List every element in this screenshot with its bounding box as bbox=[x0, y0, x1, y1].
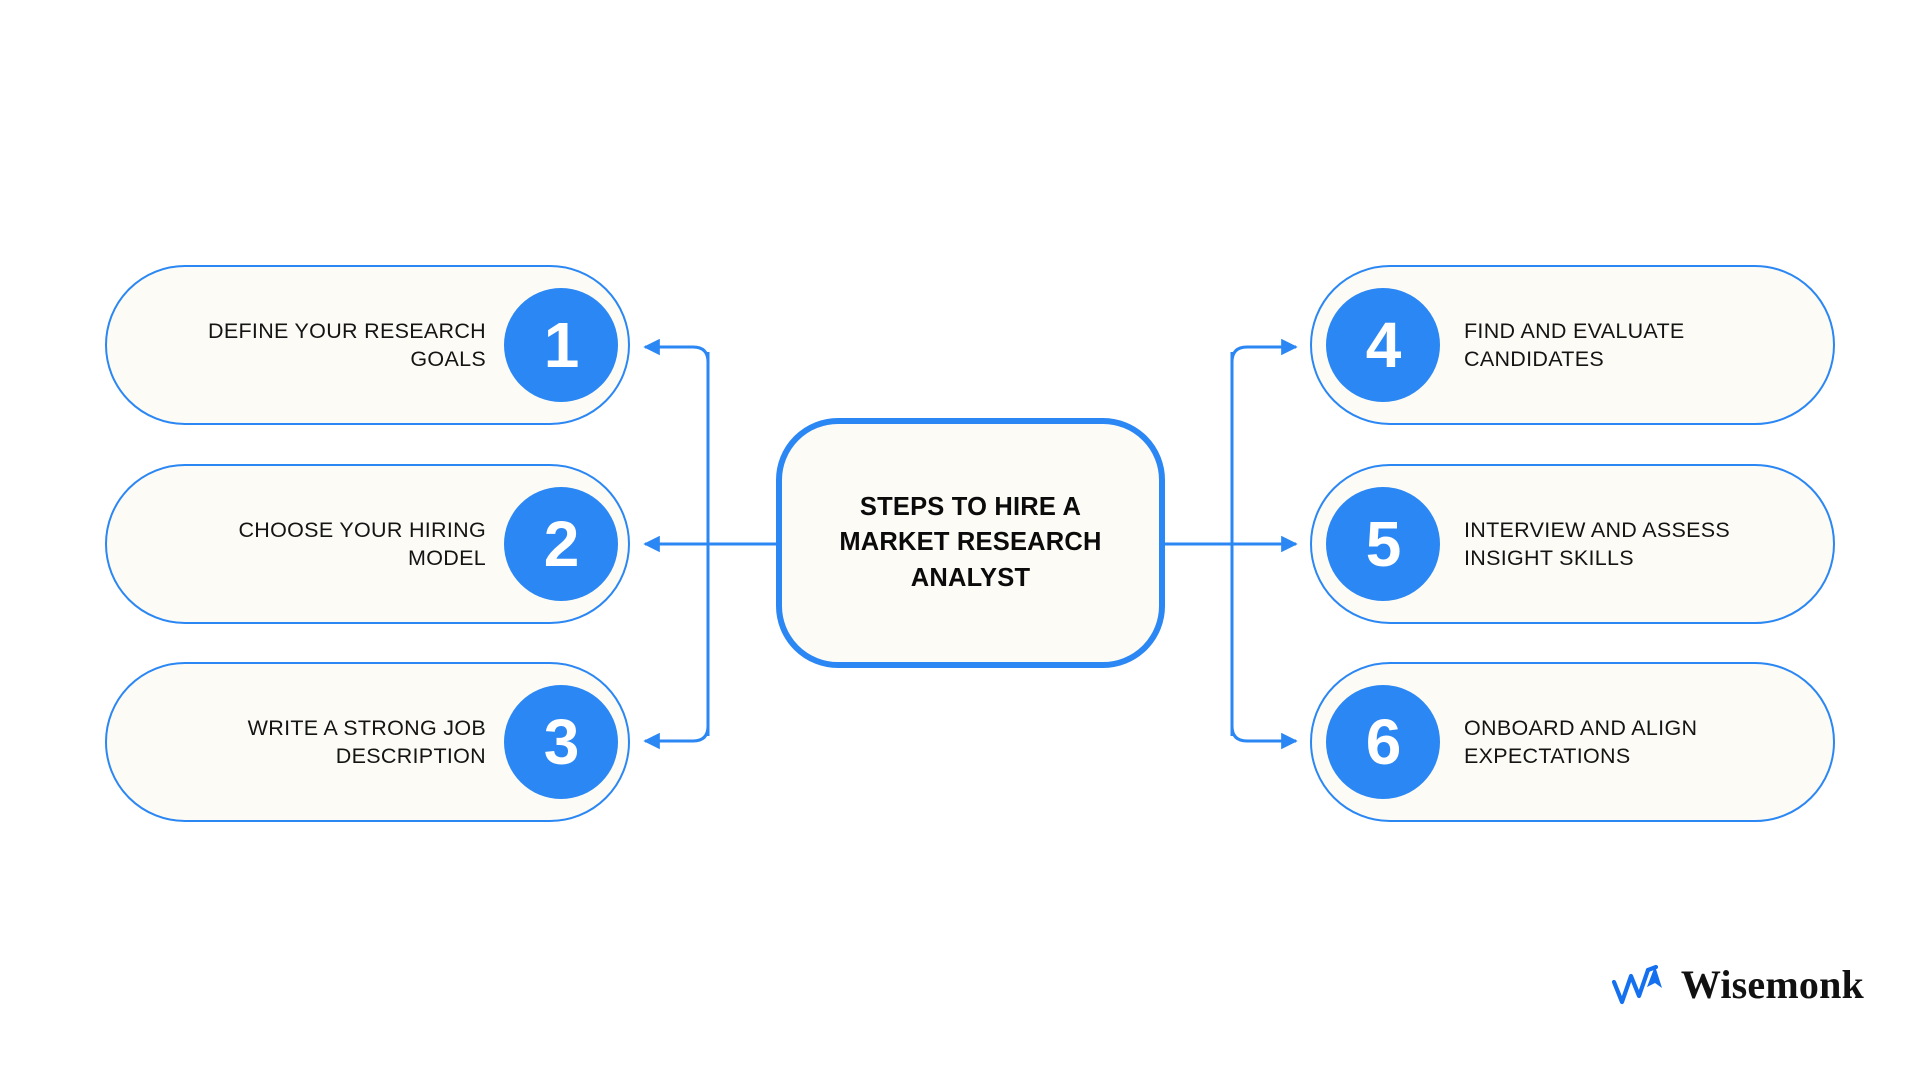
step-card-2[interactable]: CHOOSE YOUR HIRING MODEL 2 bbox=[105, 464, 630, 624]
step-6-number-badge: 6 bbox=[1326, 685, 1440, 799]
connector-left-to-step-1 bbox=[643, 338, 710, 363]
step-4-number-badge: 4 bbox=[1326, 288, 1440, 402]
step-card-6[interactable]: 6 ONBOARD AND ALIGN EXPECTATIONS bbox=[1310, 662, 1835, 822]
connector-right-to-step-6 bbox=[1230, 725, 1298, 750]
brand-logo: Wisemonk bbox=[1611, 962, 1864, 1008]
center-hub-title: STEPS TO HIRE A MARKET RESEARCH ANALYST bbox=[839, 493, 1102, 592]
step-3-number-badge: 3 bbox=[504, 685, 618, 799]
brand-name: Wisemonk bbox=[1680, 962, 1864, 1007]
step-1-number-badge: 1 bbox=[504, 288, 618, 402]
step-card-5[interactable]: 5 INTERVIEW AND ASSESS INSIGHT SKILLS bbox=[1310, 464, 1835, 624]
step-2-label: CHOOSE YOUR HIRING MODEL bbox=[238, 517, 486, 570]
zigzag-arrow-up-icon bbox=[1611, 964, 1662, 1005]
center-hub-node[interactable]: STEPS TO HIRE A MARKET RESEARCH ANALYST bbox=[776, 418, 1165, 668]
step-card-3[interactable]: WRITE A STRONG JOB DESCRIPTION 3 bbox=[105, 662, 630, 822]
step-5-number-badge: 5 bbox=[1326, 487, 1440, 601]
step-4-label: FIND AND EVALUATE CANDIDATES bbox=[1464, 318, 1685, 371]
step-card-1[interactable]: DEFINE YOUR RESEARCH GOALS 1 bbox=[105, 265, 630, 425]
connector-left-to-step-3 bbox=[643, 725, 710, 750]
step-5-label: INTERVIEW AND ASSESS INSIGHT SKILLS bbox=[1464, 517, 1731, 570]
step-card-4[interactable]: 4 FIND AND EVALUATE CANDIDATES bbox=[1310, 265, 1835, 425]
step-3-label: WRITE A STRONG JOB DESCRIPTION bbox=[247, 715, 486, 768]
connector-right-to-step-4 bbox=[1230, 338, 1298, 363]
step-6-label: ONBOARD AND ALIGN EXPECTATIONS bbox=[1464, 715, 1698, 768]
step-2-number-badge: 2 bbox=[504, 487, 618, 601]
step-1-label: DEFINE YOUR RESEARCH GOALS bbox=[208, 318, 486, 371]
